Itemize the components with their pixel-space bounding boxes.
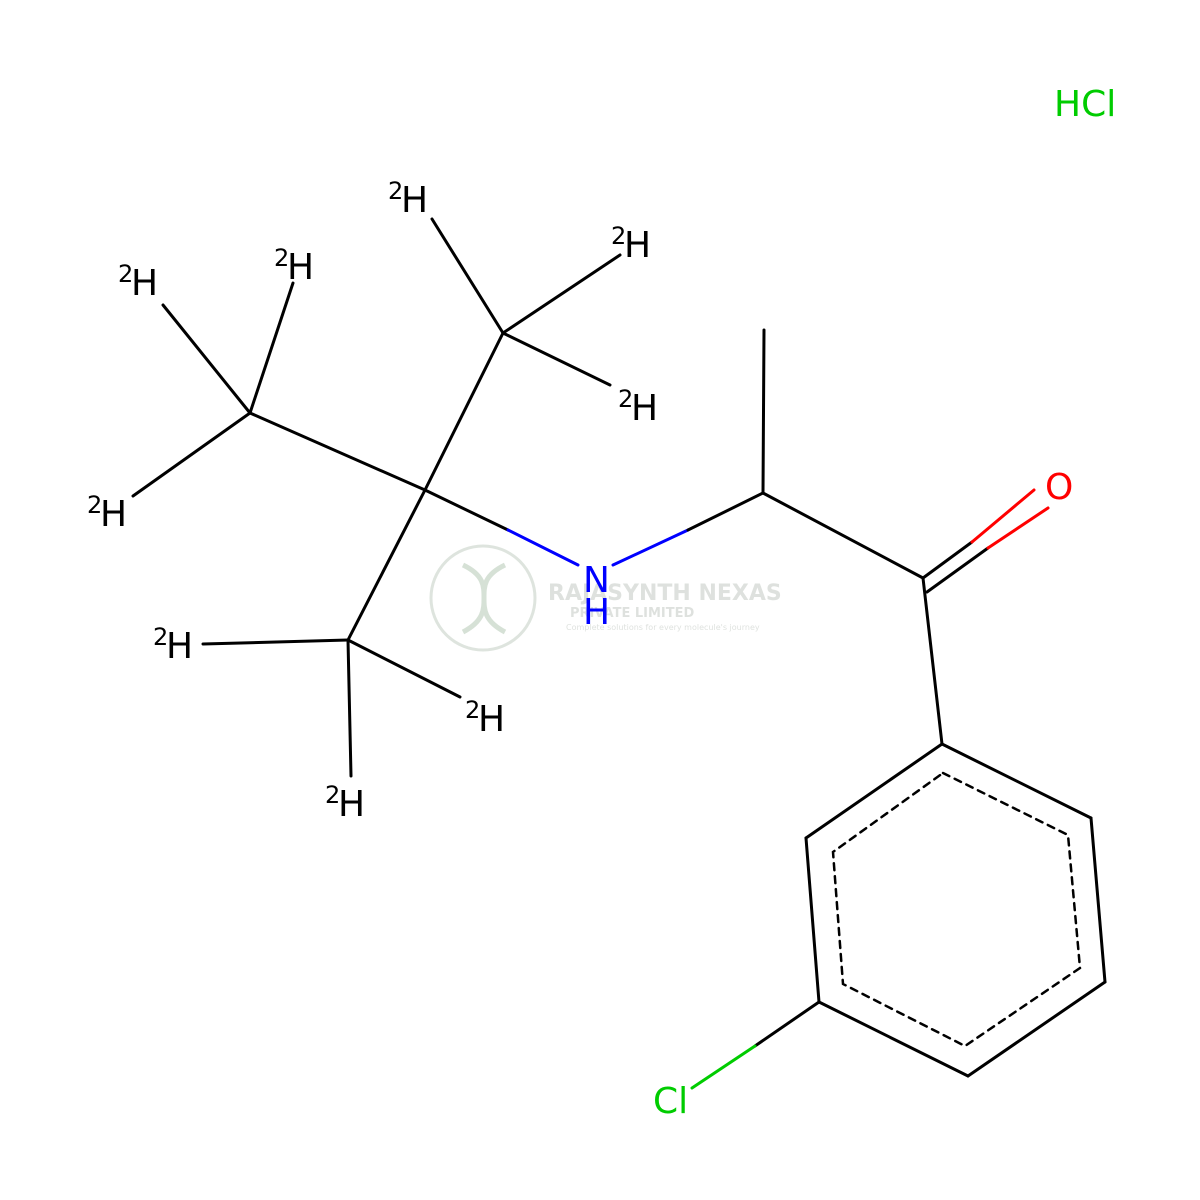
salt-label: HCl xyxy=(1054,84,1116,125)
chlorine-label: Cl xyxy=(653,1081,688,1122)
watermark-line1: RAJASYNTH NEXAS xyxy=(548,581,782,606)
deuterium-mass: 2 xyxy=(611,222,626,250)
deuterium-8: 2 H xyxy=(465,696,505,740)
watermark-helix-icon xyxy=(461,562,507,635)
deuterium-mass: 2 xyxy=(388,177,403,205)
deuterium-7: 2 H xyxy=(153,623,193,667)
deuterium-symbol: H xyxy=(631,388,658,429)
bond-ring-cl-green xyxy=(690,1044,757,1090)
ring-bond-1 xyxy=(940,742,1093,820)
watermark-logo-icon xyxy=(429,544,537,652)
bond-cq-ch3b xyxy=(423,331,505,492)
bond-co-1-red xyxy=(970,488,1036,544)
bond-n-ch-blue xyxy=(611,528,690,567)
deuterium-mass: 2 xyxy=(274,244,289,272)
deuterium-mass: 2 xyxy=(465,696,480,724)
bonds xyxy=(131,217,1107,1090)
ring-bond-5 xyxy=(804,836,821,1004)
deuterium-symbol: H xyxy=(624,225,651,266)
deuterium-5: 2 H xyxy=(618,385,658,429)
bond-cd3c-d2 xyxy=(346,638,462,699)
deuterium-symbol: H xyxy=(401,180,428,221)
deuterium-9: 2 H xyxy=(325,781,365,825)
bond-co-2-black xyxy=(925,546,990,594)
bond-cd3b-d2 xyxy=(501,253,622,335)
deuterium-symbol: H xyxy=(478,699,505,740)
watermark-line3: Complete solutions for every molecule's … xyxy=(566,623,760,632)
deuterium-1: 2 H xyxy=(388,177,428,221)
bond-ch-carbonyl xyxy=(761,491,925,580)
bond-n-ch-black xyxy=(686,491,765,532)
deuterium-2: 2 H xyxy=(611,222,651,266)
bond-cd3a-d2 xyxy=(248,281,295,415)
deuterium-symbol: H xyxy=(100,494,127,535)
deuterium-symbol: H xyxy=(338,784,365,825)
watermark-line2: PRIVATE LIMITED xyxy=(570,606,695,621)
deuterium-symbol: H xyxy=(131,263,158,304)
bond-cq-ch3c xyxy=(346,488,427,642)
watermark: RAJASYNTH NEXAS PRIVATE LIMITED Complete… xyxy=(429,544,782,652)
deuterium-symbol: H xyxy=(166,626,193,667)
deuterium-mass: 2 xyxy=(87,491,102,519)
nitrogen-label: N xyxy=(583,560,610,601)
bond-cq-n-black xyxy=(423,488,510,532)
bond-cd3b-d1 xyxy=(430,217,505,335)
bond-co-2-red xyxy=(986,506,1050,550)
oxygen-label: O xyxy=(1045,467,1073,508)
deuterium-4: 2 H xyxy=(118,260,158,304)
bond-cd3b-d3 xyxy=(501,331,612,387)
bond-co-1-black xyxy=(921,540,974,580)
deuterium-6: 2 H xyxy=(87,491,127,535)
deuterium-symbol: H xyxy=(287,247,314,288)
bond-cq-ch3a xyxy=(248,411,427,492)
nitrogen-h-label: H xyxy=(583,592,610,633)
ring-bond-4 xyxy=(817,1000,970,1078)
aromatic-ring-dashed xyxy=(831,771,1082,1048)
deuterium-mass: 2 xyxy=(153,623,168,651)
bond-cd3a-d3 xyxy=(131,411,252,498)
deuterium-mass: 2 xyxy=(118,260,133,288)
ring-bond-3 xyxy=(966,980,1107,1078)
ring-bond-6 xyxy=(804,742,944,840)
bond-cq-n-blue xyxy=(506,528,580,567)
deuterium-3: 2 H xyxy=(274,244,314,288)
ring-bond-2 xyxy=(1089,816,1107,984)
bond-cd3a-d1 xyxy=(161,303,252,415)
deuterium-mass: 2 xyxy=(325,781,340,809)
bond-cd3c-d1 xyxy=(201,638,350,646)
bond-ring-cl-black xyxy=(753,1000,821,1048)
deuterium-mass: 2 xyxy=(618,385,633,413)
bond-ch-methyl xyxy=(761,328,766,495)
bond-carbonyl-ring xyxy=(921,576,944,746)
deuterium-labels: 2 H 2 H 2 H 2 H 2 H 2 H 2 H 2 H xyxy=(87,177,658,825)
bond-cd3c-d3 xyxy=(346,638,353,778)
